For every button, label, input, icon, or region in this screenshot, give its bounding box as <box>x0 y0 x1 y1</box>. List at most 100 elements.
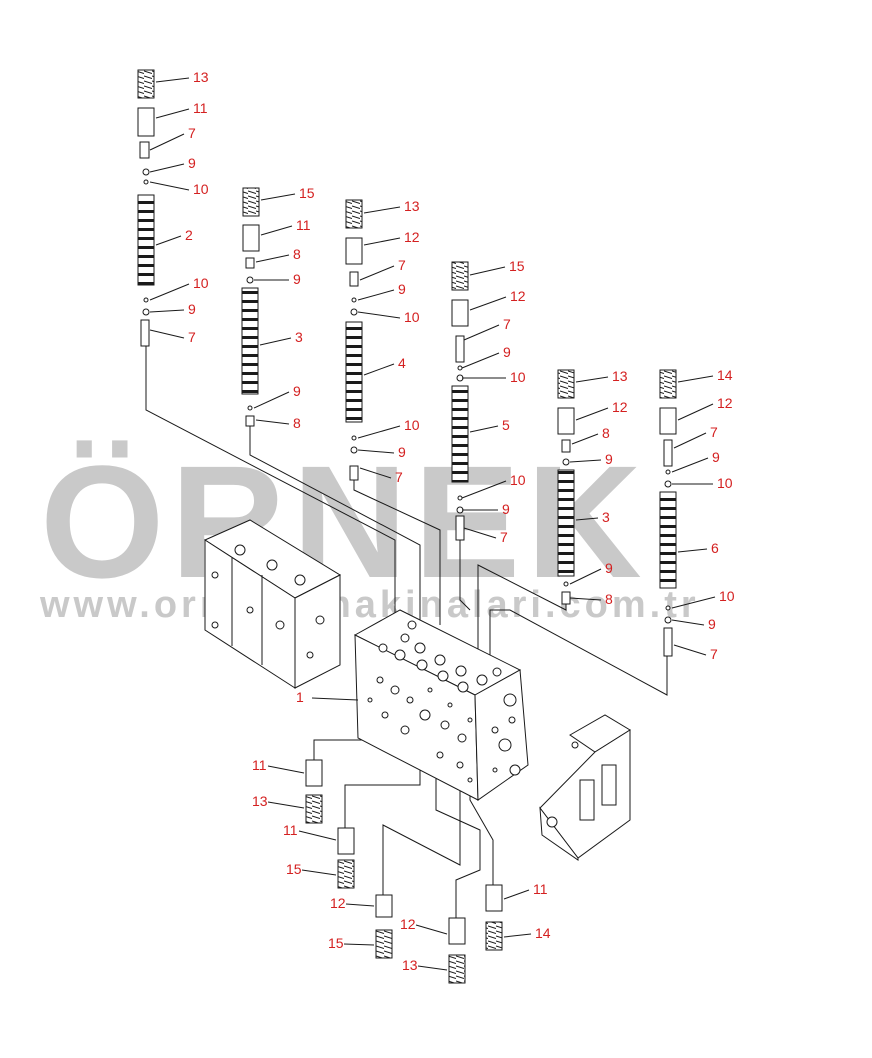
callout-label: 8 <box>605 591 613 607</box>
callout-labels: 1311791021097151189398131279104109715127… <box>149 69 735 973</box>
callout-leader-line <box>569 459 602 463</box>
callout-label: 3 <box>602 509 610 525</box>
callout-label: 9 <box>398 281 406 297</box>
callout-leader-line <box>149 181 190 191</box>
callout-leader-line <box>298 830 337 841</box>
callout-label: 7 <box>398 257 406 273</box>
callout-leader-line <box>260 225 293 236</box>
callout-label: 13 <box>193 69 209 85</box>
callout-leader-line <box>463 527 497 539</box>
main-valve-body <box>353 609 529 801</box>
callout-label: 10 <box>193 181 209 197</box>
callout-label: 9 <box>605 451 613 467</box>
callout-leader-line <box>255 419 290 425</box>
callout-label: 15 <box>328 935 344 951</box>
callout-leader-line <box>673 644 707 656</box>
callout-leader-line <box>469 296 507 311</box>
left-section-housing <box>203 519 342 689</box>
watermark-url: www.ornekismakinalari.com.tr <box>39 584 700 626</box>
callout-label: 10 <box>510 472 526 488</box>
watermark: ÖRNEK www.ornekismakinalari.com.tr <box>39 432 700 626</box>
callout-leader-line <box>671 457 709 473</box>
callout-label: 11 <box>193 100 208 116</box>
callout-label: 11 <box>252 757 267 773</box>
callout-leader-line <box>359 467 392 479</box>
callout-label: 5 <box>502 417 510 433</box>
callout-leader-line <box>267 765 305 774</box>
callout-leader-line <box>345 903 375 907</box>
watermark-brand: ÖRNEK <box>40 432 648 611</box>
callout-label: 9 <box>398 444 406 460</box>
callout-leader-line <box>673 432 707 449</box>
callout-label: 8 <box>293 415 301 431</box>
callout-label: 10 <box>510 369 526 385</box>
callout-leader-line <box>255 254 290 263</box>
callout-label: 15 <box>299 185 315 201</box>
callout-label: 8 <box>602 425 610 441</box>
callout-label: 7 <box>710 646 718 662</box>
callout-leader-line <box>569 597 602 601</box>
callout-leader-line <box>301 869 337 876</box>
callout-leader-line <box>417 965 448 971</box>
callout-leader-line <box>469 425 499 433</box>
callout-label: 7 <box>503 316 511 332</box>
callout-leader-line <box>503 889 530 900</box>
callout-leader-line <box>461 352 500 369</box>
callout-label: 7 <box>188 125 196 141</box>
callout-leader-line <box>569 568 602 585</box>
callout-label: 10 <box>719 588 735 604</box>
callout-label: 6 <box>711 540 719 556</box>
callout-label: 7 <box>188 329 196 345</box>
callout-leader-line <box>155 235 182 246</box>
callout-leader-line <box>149 309 185 313</box>
callout-leader-line <box>575 407 609 421</box>
component-stack-6 <box>659 369 677 657</box>
callout-label: 9 <box>188 155 196 171</box>
callout-leader-line <box>149 283 190 301</box>
callout-label: 7 <box>500 529 508 545</box>
callout-label: 1 <box>296 689 304 705</box>
component-stack-1 <box>137 69 155 347</box>
callout-label: 3 <box>295 329 303 345</box>
callout-leader-line <box>677 548 708 553</box>
callout-label: 13 <box>252 793 268 809</box>
callout-label: 7 <box>395 469 403 485</box>
callout-label: 13 <box>402 957 418 973</box>
callout-label: 11 <box>283 822 298 838</box>
callout-label: 12 <box>400 916 416 932</box>
callout-label: 9 <box>712 449 720 465</box>
callout-leader-line <box>259 337 292 346</box>
callout-label: 12 <box>510 288 526 304</box>
cap-nut <box>137 107 155 137</box>
callout-leader-line <box>363 237 401 246</box>
component-stack-5 <box>557 369 575 605</box>
callout-leader-line <box>260 193 296 201</box>
callout-leader-line <box>463 324 500 341</box>
callout-leader-line <box>357 425 401 439</box>
callout-leader-line <box>571 433 599 445</box>
callout-leader-line <box>677 403 714 421</box>
callout-label: 14 <box>535 925 551 941</box>
callout-leader-line <box>357 449 395 454</box>
callout-leader-line <box>253 391 290 409</box>
callout-label: 9 <box>502 501 510 517</box>
callout-label: 13 <box>404 198 420 214</box>
callout-leader-line <box>149 133 185 151</box>
end-cover-housing <box>539 714 631 861</box>
callout-label: 12 <box>404 229 420 245</box>
callout-label: 15 <box>509 258 525 274</box>
callout-leader-line <box>357 289 395 301</box>
callout-leader-line <box>461 480 507 499</box>
callout-label: 11 <box>533 881 548 897</box>
callout-leader-line <box>343 943 375 946</box>
callout-leader-line <box>575 376 609 383</box>
callout-label: 8 <box>293 246 301 262</box>
callout-leader-line <box>363 363 395 376</box>
callout-label: 9 <box>503 344 511 360</box>
callout-leader-line <box>155 108 190 119</box>
callout-label: 9 <box>708 616 716 632</box>
spool <box>137 194 155 286</box>
callout-label: 2 <box>185 227 193 243</box>
callout-label: 7 <box>710 424 718 440</box>
